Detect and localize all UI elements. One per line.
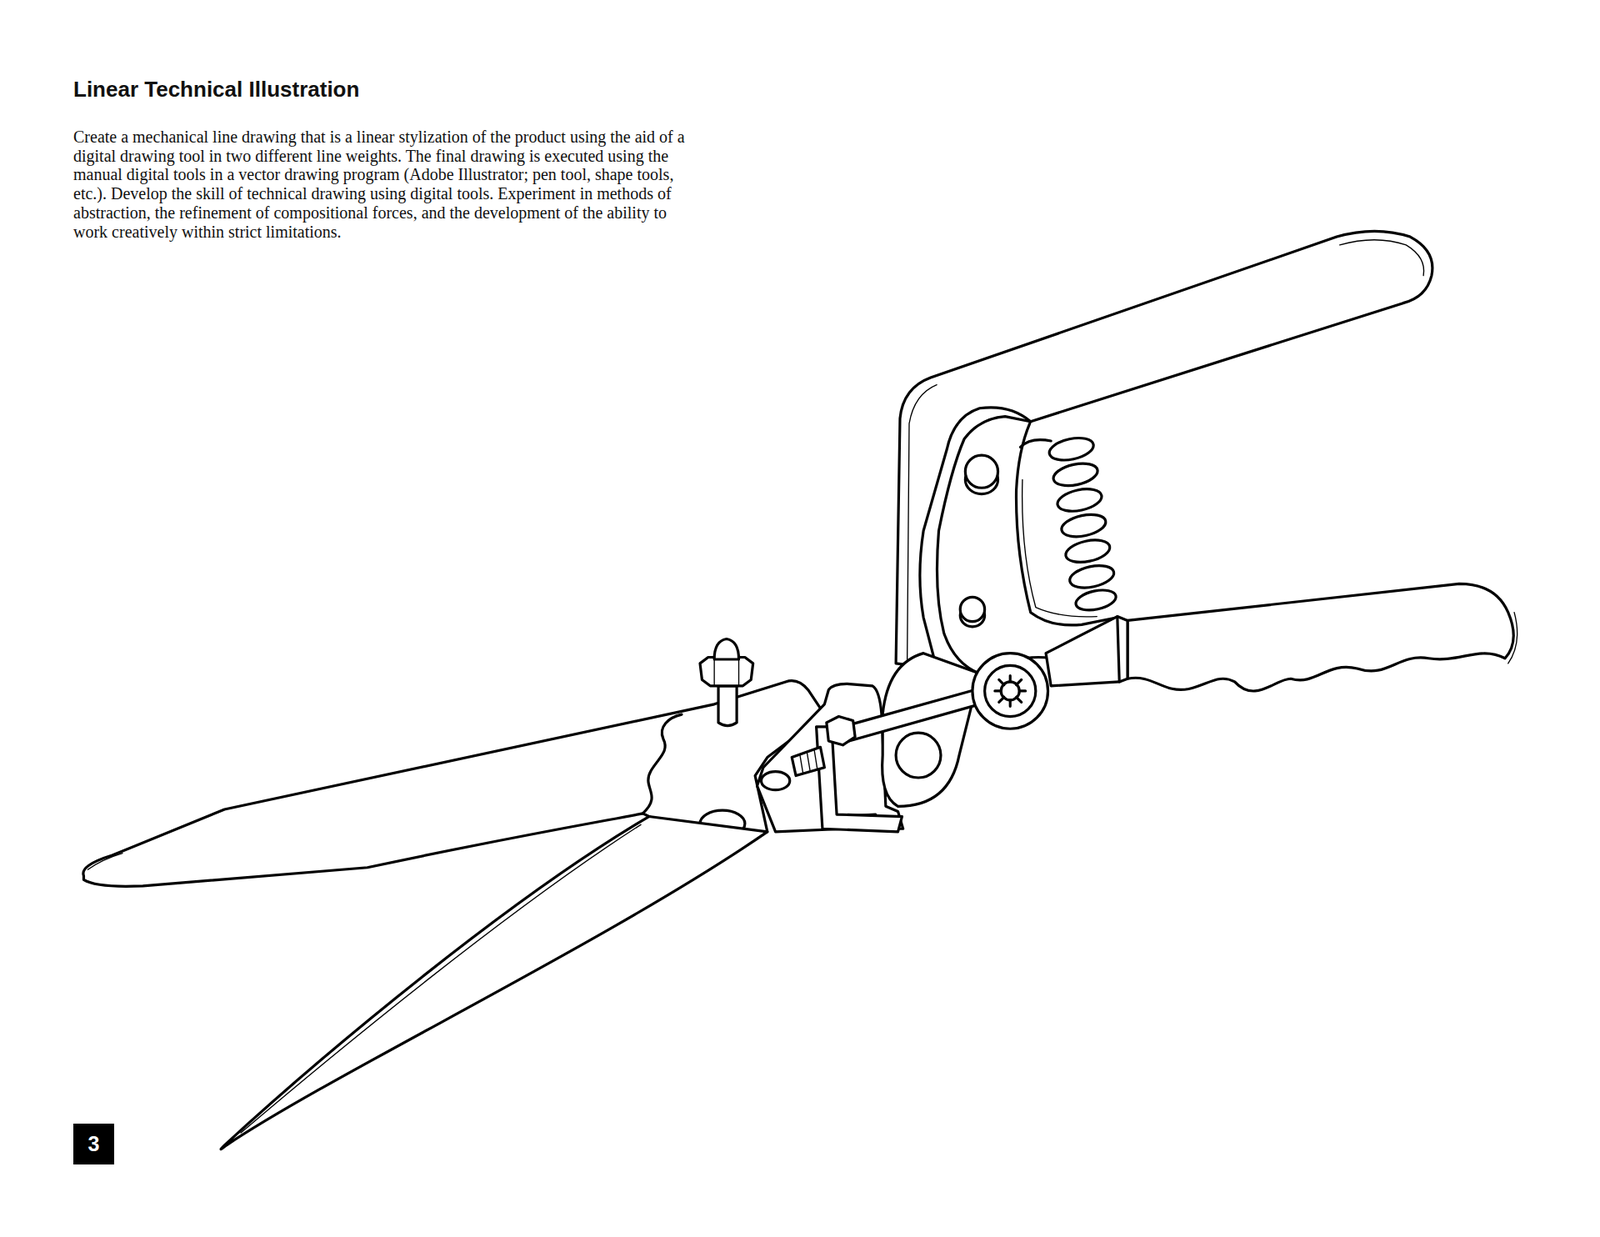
lower-handle-part bbox=[1127, 583, 1514, 691]
pivot-mechanism-part bbox=[800, 750, 818, 774]
page-number-box: 3 bbox=[73, 1123, 115, 1165]
coil-spring-part bbox=[1067, 561, 1116, 591]
coil-spring-part bbox=[1074, 586, 1118, 614]
pivot-bolt-part bbox=[985, 665, 1036, 716]
pivot-mechanism bbox=[757, 653, 980, 832]
lower-blade-part bbox=[240, 824, 641, 1133]
lower-handle-part bbox=[1045, 616, 1128, 686]
adjusting-bolt-part bbox=[714, 659, 739, 685]
upper-handle-part bbox=[1340, 240, 1425, 276]
upper-blade-part bbox=[87, 853, 123, 870]
pivot-bolt-part bbox=[972, 653, 1049, 730]
lower-blade bbox=[220, 816, 768, 1150]
adjusting-bolt-part bbox=[714, 638, 739, 659]
adjusting-bolt bbox=[700, 638, 754, 725]
lower-handle-part bbox=[1117, 616, 1120, 682]
plate-bolts-part bbox=[965, 455, 998, 488]
coil-spring-part bbox=[1051, 460, 1100, 490]
pivot-bolt-part bbox=[995, 675, 1026, 707]
page-title: Linear Technical Illustration bbox=[73, 76, 360, 103]
coil-spring-part bbox=[1047, 434, 1096, 464]
plate-bolts bbox=[960, 455, 998, 627]
coil-spring bbox=[1020, 434, 1118, 614]
pivot-mechanism-part bbox=[895, 732, 941, 778]
upper-handle-part bbox=[907, 385, 938, 669]
description-text: Create a mechanical line drawing that is… bbox=[73, 127, 686, 241]
pivot-mechanism-part bbox=[760, 771, 790, 790]
lower-blade-part bbox=[220, 816, 768, 1150]
page-number: 3 bbox=[88, 1131, 100, 1156]
pivot-bolt bbox=[972, 653, 1049, 730]
pivot-mechanism-part bbox=[791, 746, 825, 775]
adjusting-bolt-part bbox=[700, 657, 754, 686]
coil-spring-part bbox=[1059, 510, 1108, 540]
coil-spring-part bbox=[1063, 536, 1112, 566]
upper-blade-part bbox=[642, 714, 682, 814]
pivot-mechanism-part bbox=[842, 690, 980, 741]
pivot-mechanism-part bbox=[826, 716, 855, 745]
lower-handle-part bbox=[1508, 612, 1518, 664]
coil-spring-part bbox=[1055, 485, 1105, 515]
plate-bolts-part bbox=[960, 596, 985, 621]
pivot-mechanism-part bbox=[882, 653, 980, 807]
coil-spring-part bbox=[1020, 440, 1051, 448]
adjusting-bolt-part bbox=[718, 685, 737, 726]
lower-handle bbox=[1045, 583, 1518, 691]
